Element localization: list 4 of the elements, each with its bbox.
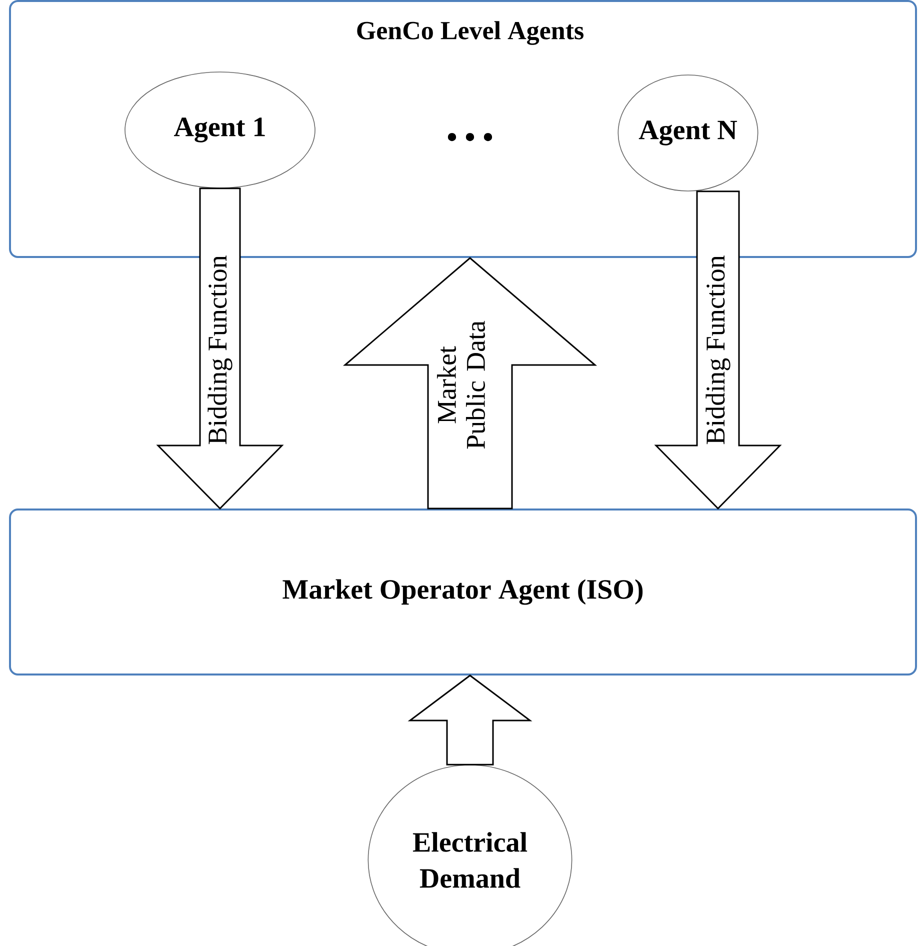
process-box: Market Operator Agent (ISO)	[9, 508, 917, 676]
edge-label: Market Public Data	[436, 288, 486, 482]
ellipsis: • • •	[448, 133, 492, 142]
block-arrow	[408, 674, 532, 766]
